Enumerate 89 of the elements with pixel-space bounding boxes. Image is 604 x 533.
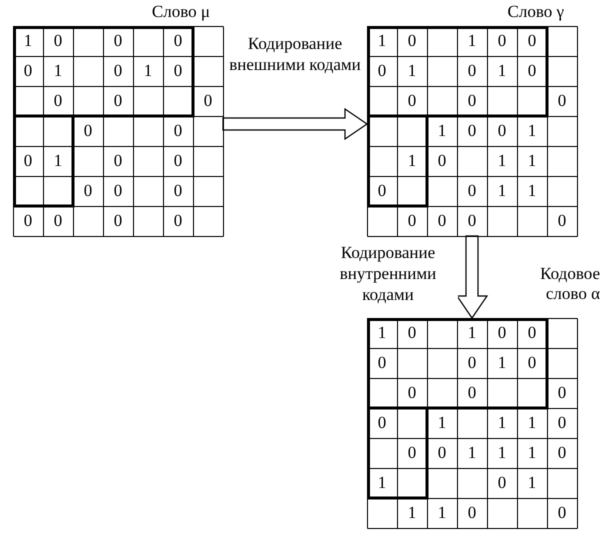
bit-value: 0	[466, 502, 478, 524]
bit-value: 0	[556, 382, 568, 404]
bit-value: 1	[406, 502, 418, 524]
bit-value: 0	[496, 120, 508, 142]
bit-value: 0	[496, 322, 508, 344]
bit-value: 1	[496, 412, 508, 434]
bit-value: 0	[82, 120, 94, 142]
bit-value: 0	[436, 150, 448, 172]
bit-value: 1	[496, 442, 508, 464]
bit-value: 1	[376, 472, 388, 494]
bit-value: 0	[556, 90, 568, 112]
bit-value: 0	[112, 180, 124, 202]
bit-value: 1	[436, 502, 448, 524]
bit-value: 0	[112, 30, 124, 52]
bit-value: 0	[376, 352, 388, 374]
bit-value: 0	[466, 60, 478, 82]
bit-value: 0	[376, 180, 388, 202]
bit-value: 1	[52, 60, 64, 82]
bit-value: 1	[496, 60, 508, 82]
bit-value: 0	[172, 120, 184, 142]
bit-value: 1	[376, 30, 388, 52]
bit-value: 0	[496, 30, 508, 52]
bit-value: 1	[406, 60, 418, 82]
bit-value: 0	[172, 180, 184, 202]
bit-value: 0	[82, 180, 94, 202]
bit-value: 0	[436, 210, 448, 232]
bit-value: 0	[466, 120, 478, 142]
bit-value: 0	[52, 210, 64, 232]
bit-value: 0	[406, 322, 418, 344]
bit-value: 1	[22, 30, 34, 52]
bit-value: 0	[466, 352, 478, 374]
bit-value: 0	[112, 90, 124, 112]
bit-value: 0	[466, 180, 478, 202]
bit-value: 1	[496, 352, 508, 374]
bit-value: 0	[526, 30, 538, 52]
bit-value: 0	[202, 90, 214, 112]
bit-value: 0	[406, 30, 418, 52]
matrix-title: Слово μ	[150, 2, 210, 22]
bit-value: 0	[466, 90, 478, 112]
bit-value: 1	[496, 150, 508, 172]
bit-value: 0	[112, 60, 124, 82]
bit-value: 0	[172, 150, 184, 172]
bit-value: 0	[526, 322, 538, 344]
bit-value: 0	[172, 30, 184, 52]
bit-value: 0	[466, 382, 478, 404]
bit-value: 1	[466, 322, 478, 344]
bit-value: 1	[466, 30, 478, 52]
bit-value: 0	[406, 90, 418, 112]
matrix-title: Кодовое слово α	[539, 264, 600, 304]
bit-value: 1	[52, 150, 64, 172]
bit-value: 0	[436, 442, 448, 464]
bit-value: 0	[112, 210, 124, 232]
bit-value: 1	[526, 412, 538, 434]
bit-value: 1	[526, 120, 538, 142]
matrix-title: Слово γ	[506, 2, 564, 22]
bit-value: 0	[22, 210, 34, 232]
bit-value: 1	[376, 322, 388, 344]
bit-value: 1	[436, 412, 448, 434]
bit-value: 0	[466, 210, 478, 232]
bit-value: 0	[556, 210, 568, 232]
bit-value: 0	[376, 412, 388, 434]
bit-value: 0	[556, 412, 568, 434]
bit-value: 0	[172, 210, 184, 232]
bit-value: 1	[142, 60, 154, 82]
block-arrow	[456, 235, 488, 320]
bit-value: 1	[526, 180, 538, 202]
bit-value: 0	[376, 60, 388, 82]
bit-value: 1	[496, 180, 508, 202]
bit-value: 1	[526, 442, 538, 464]
bit-value: 1	[436, 120, 448, 142]
bit-value: 0	[22, 150, 34, 172]
bit-value: 1	[526, 472, 538, 494]
block-arrow	[222, 108, 368, 140]
bit-value: 0	[496, 472, 508, 494]
bit-value: 0	[556, 442, 568, 464]
bit-value: 0	[52, 90, 64, 112]
bit-value: 1	[526, 150, 538, 172]
bit-value: 0	[112, 150, 124, 172]
bit-value: 0	[406, 210, 418, 232]
bit-value: 0	[556, 502, 568, 524]
bit-value: 0	[406, 382, 418, 404]
bit-value: 0	[22, 60, 34, 82]
bit-value: 0	[526, 352, 538, 374]
bit-value: 0	[172, 60, 184, 82]
bit-value: 0	[52, 30, 64, 52]
bit-value: 0	[406, 442, 418, 464]
bit-value: 0	[526, 60, 538, 82]
bit-value: 1	[406, 150, 418, 172]
bit-value: 1	[466, 442, 478, 464]
